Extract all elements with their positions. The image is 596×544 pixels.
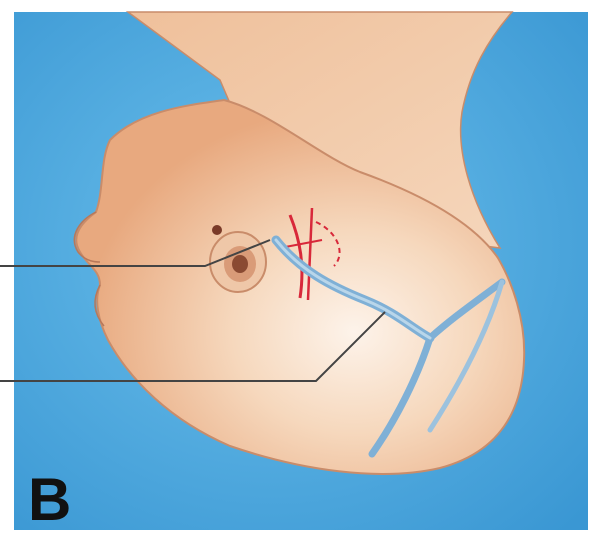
panel-label: B bbox=[28, 470, 71, 530]
